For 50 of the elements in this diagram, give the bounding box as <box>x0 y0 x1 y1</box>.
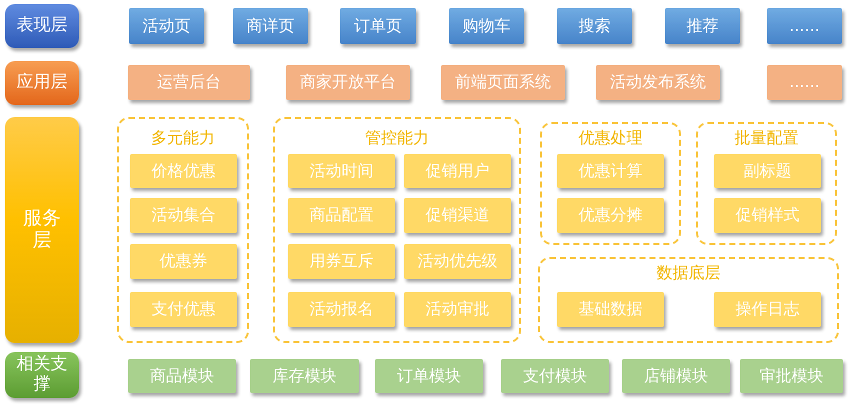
item-box: 副标题 <box>714 154 821 188</box>
layer-label: 应用层 <box>5 61 79 105</box>
item-box: 商品配置 <box>288 198 395 233</box>
item-box: 运营后台 <box>128 65 250 100</box>
item-box: 活动优先级 <box>404 244 511 279</box>
item-box: 活动页 <box>129 8 204 44</box>
item-box: 操作日志 <box>714 292 821 327</box>
item-box: 活动报名 <box>288 292 395 327</box>
item-box: 审批模块 <box>740 359 843 393</box>
group-title: 多元能力 <box>151 128 215 148</box>
item-box: 前端页面系统 <box>441 65 565 100</box>
item-box: 促销样式 <box>714 198 821 233</box>
item-box: 订单页 <box>340 8 416 44</box>
item-box: 活动时间 <box>288 154 395 188</box>
group-title: 管控能力 <box>365 128 429 148</box>
item-box: 店铺模块 <box>622 359 730 393</box>
item-box: 商品模块 <box>128 359 236 393</box>
item-box: 商详页 <box>233 8 308 44</box>
item-box: 活动审批 <box>404 292 511 327</box>
item-box: 搜索 <box>557 8 632 44</box>
item-box: 优惠计算 <box>557 154 664 188</box>
item-box: 优惠分摊 <box>557 198 664 233</box>
item-box: 推荐 <box>665 8 740 44</box>
group-frame <box>273 117 521 343</box>
item-box: 促销用户 <box>404 154 511 188</box>
item-box: ...... <box>767 8 842 44</box>
group-frame <box>538 257 839 343</box>
item-box: 库存模块 <box>250 359 359 393</box>
item-box: 基础数据 <box>557 292 664 327</box>
group-title: 批量配置 <box>734 128 798 148</box>
layer-label: 服务层 <box>5 117 79 343</box>
item-box: ...... <box>767 65 842 100</box>
group-title: 数据底层 <box>656 263 720 282</box>
group-frame <box>117 117 249 343</box>
item-box: 订单模块 <box>375 359 483 393</box>
item-box: 活动集合 <box>130 198 237 233</box>
item-box: 商家开放平台 <box>286 65 410 100</box>
item-box: 支付模块 <box>501 359 609 393</box>
item-box: 价格优惠 <box>130 154 237 188</box>
layer-label: 表现层 <box>5 4 79 48</box>
item-box: 支付优惠 <box>130 292 237 327</box>
item-box: 用券互斥 <box>288 244 395 279</box>
item-box: 活动发布系统 <box>596 65 720 100</box>
group-frame <box>696 122 837 245</box>
item-box: 优惠券 <box>130 244 237 279</box>
group-title: 优惠处理 <box>578 128 642 148</box>
group-frame <box>540 122 681 245</box>
item-box: 购物车 <box>449 8 524 44</box>
item-box: 促销渠道 <box>404 198 511 233</box>
layer-label: 相关支撑 <box>5 352 79 398</box>
